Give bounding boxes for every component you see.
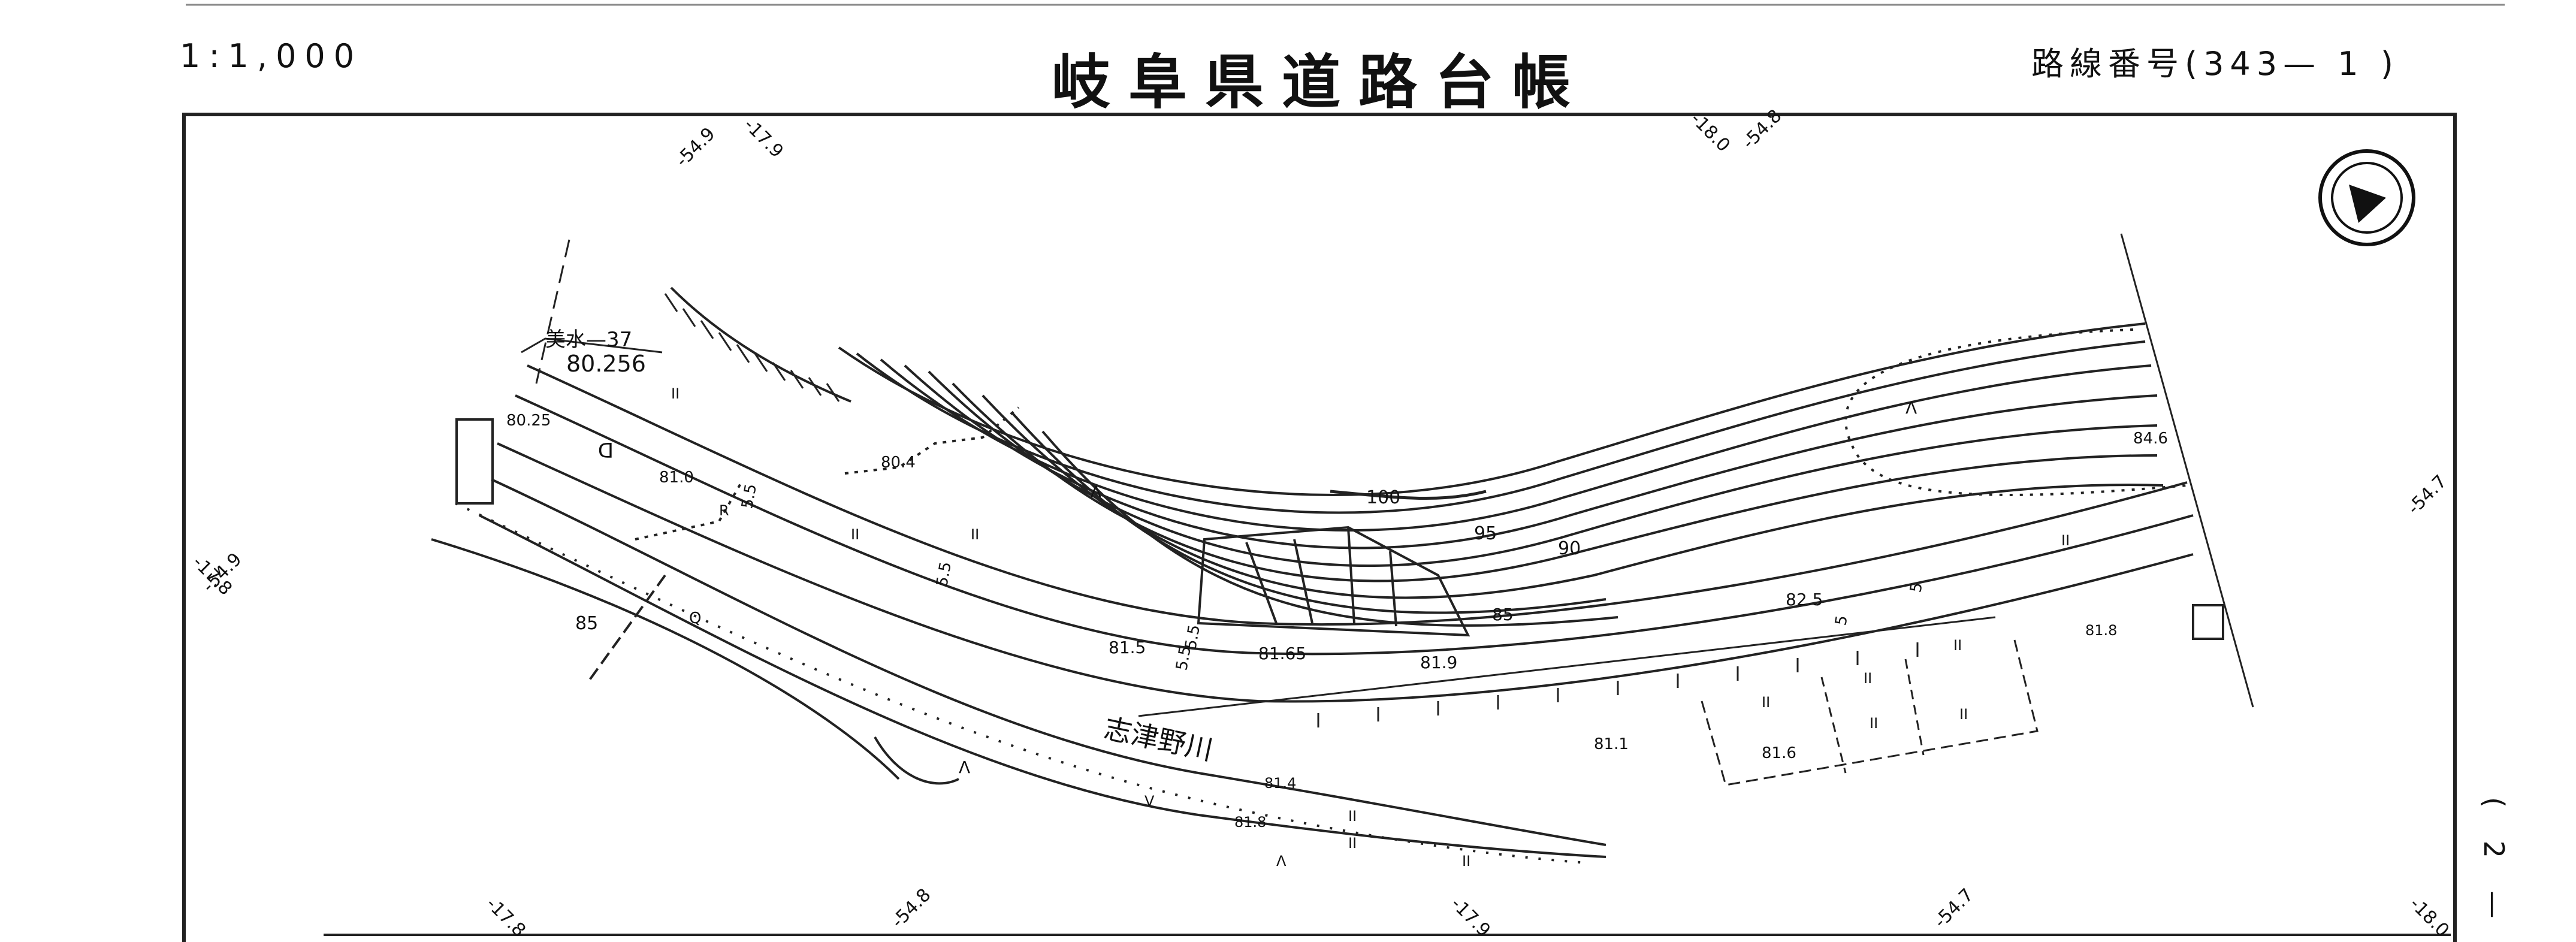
- map-frame: [182, 113, 2457, 942]
- landuse-mark: II: [851, 526, 859, 543]
- spot-elevation: 81.5: [1109, 638, 1146, 657]
- landuse-mark: Λ: [1091, 484, 1101, 502]
- landuse-mark: II: [1870, 715, 1878, 732]
- grid-label: -54.8: [1738, 105, 1786, 153]
- landuse-mark: II: [1959, 706, 1968, 723]
- spot-elevation: 80.25: [506, 412, 551, 430]
- grid-label: -54.7: [1930, 884, 1978, 932]
- north-arrow-icon: [2318, 149, 2415, 246]
- channel-edge-2: [479, 514, 1606, 858]
- landuse-mark: II: [671, 385, 680, 402]
- benchmark-name: 美水—37: [545, 328, 632, 352]
- grid-label: -18.0: [1686, 108, 1734, 156]
- spot-elevation: 81.1: [1594, 735, 1629, 753]
- road-width-mark: 5.5: [933, 560, 955, 588]
- contour-label: 85: [1492, 605, 1514, 624]
- spot-elevation: 81.8: [1234, 814, 1266, 831]
- grid-label: -54.9: [672, 123, 720, 171]
- spot-elevation: 81.0: [659, 469, 694, 487]
- landuse-mark: D: [598, 437, 614, 461]
- road-width-mark: 5.5: [1173, 644, 1195, 672]
- landuse-mark: R: [719, 502, 729, 519]
- landuse-mark: II: [1953, 637, 1962, 654]
- page-number: ( 2 —: [2478, 797, 2510, 931]
- river-name: 志津野川: [1101, 712, 1216, 766]
- landuse-mark: II: [1348, 808, 1357, 825]
- spot-elevation: 81.8: [2085, 622, 2117, 639]
- landuse-mark: Λ: [1276, 853, 1287, 869]
- road-edge-south: [497, 442, 2194, 703]
- grid-label: -54.7: [2403, 471, 2451, 519]
- route-number: 路線番号(343— 1 ): [2031, 45, 2399, 83]
- landuse-mark: Λ: [959, 757, 970, 777]
- landuse-mark: II: [1462, 853, 1470, 869]
- spot-elevation: 81.4: [1264, 775, 1296, 792]
- spot-elevation: 80.4: [881, 454, 916, 472]
- grid-label: -17.9: [739, 114, 787, 162]
- spot-elevation: 81.6: [1762, 744, 1796, 762]
- landuse-mark: Λ: [1905, 398, 1917, 418]
- landuse-mark: II: [1762, 694, 1770, 711]
- landuse-mark: Q: [689, 609, 701, 627]
- road-width-mark: 5.5: [1182, 623, 1204, 651]
- contour-label: 95: [1474, 523, 1497, 544]
- landuse-mark: II: [1348, 835, 1357, 852]
- map-title: 岐阜県道路台帳: [1052, 49, 1589, 117]
- spot-elevation: 81.65: [1258, 644, 1306, 663]
- contour-label: 90: [1558, 538, 1581, 559]
- grid-label: -54.8: [887, 884, 935, 932]
- map-scale: 1:1,000: [180, 37, 363, 75]
- landuse-mark: II: [971, 526, 979, 543]
- contour-label: 100: [1366, 487, 1400, 508]
- spot-elevation: 82.5: [1786, 590, 1823, 609]
- road-width-mark: 5.5: [738, 482, 760, 510]
- landuse-mark: II: [1864, 670, 1872, 687]
- contour-label: 85: [575, 613, 598, 634]
- road-edge-centre: [515, 394, 2194, 656]
- channel-edge: [491, 478, 1606, 846]
- road-edge-north: [527, 364, 2188, 626]
- road-width-mark: 5: [1907, 581, 1926, 594]
- spot-elevation: 81.9: [1420, 653, 1457, 672]
- landuse-mark: V: [1144, 793, 1155, 810]
- road-width-mark: 5: [1832, 614, 1851, 627]
- spot-elevation: 84.6: [2133, 430, 2168, 448]
- benchmark-elevation: 80.256: [566, 351, 646, 377]
- landuse-mark: II: [2061, 532, 2070, 549]
